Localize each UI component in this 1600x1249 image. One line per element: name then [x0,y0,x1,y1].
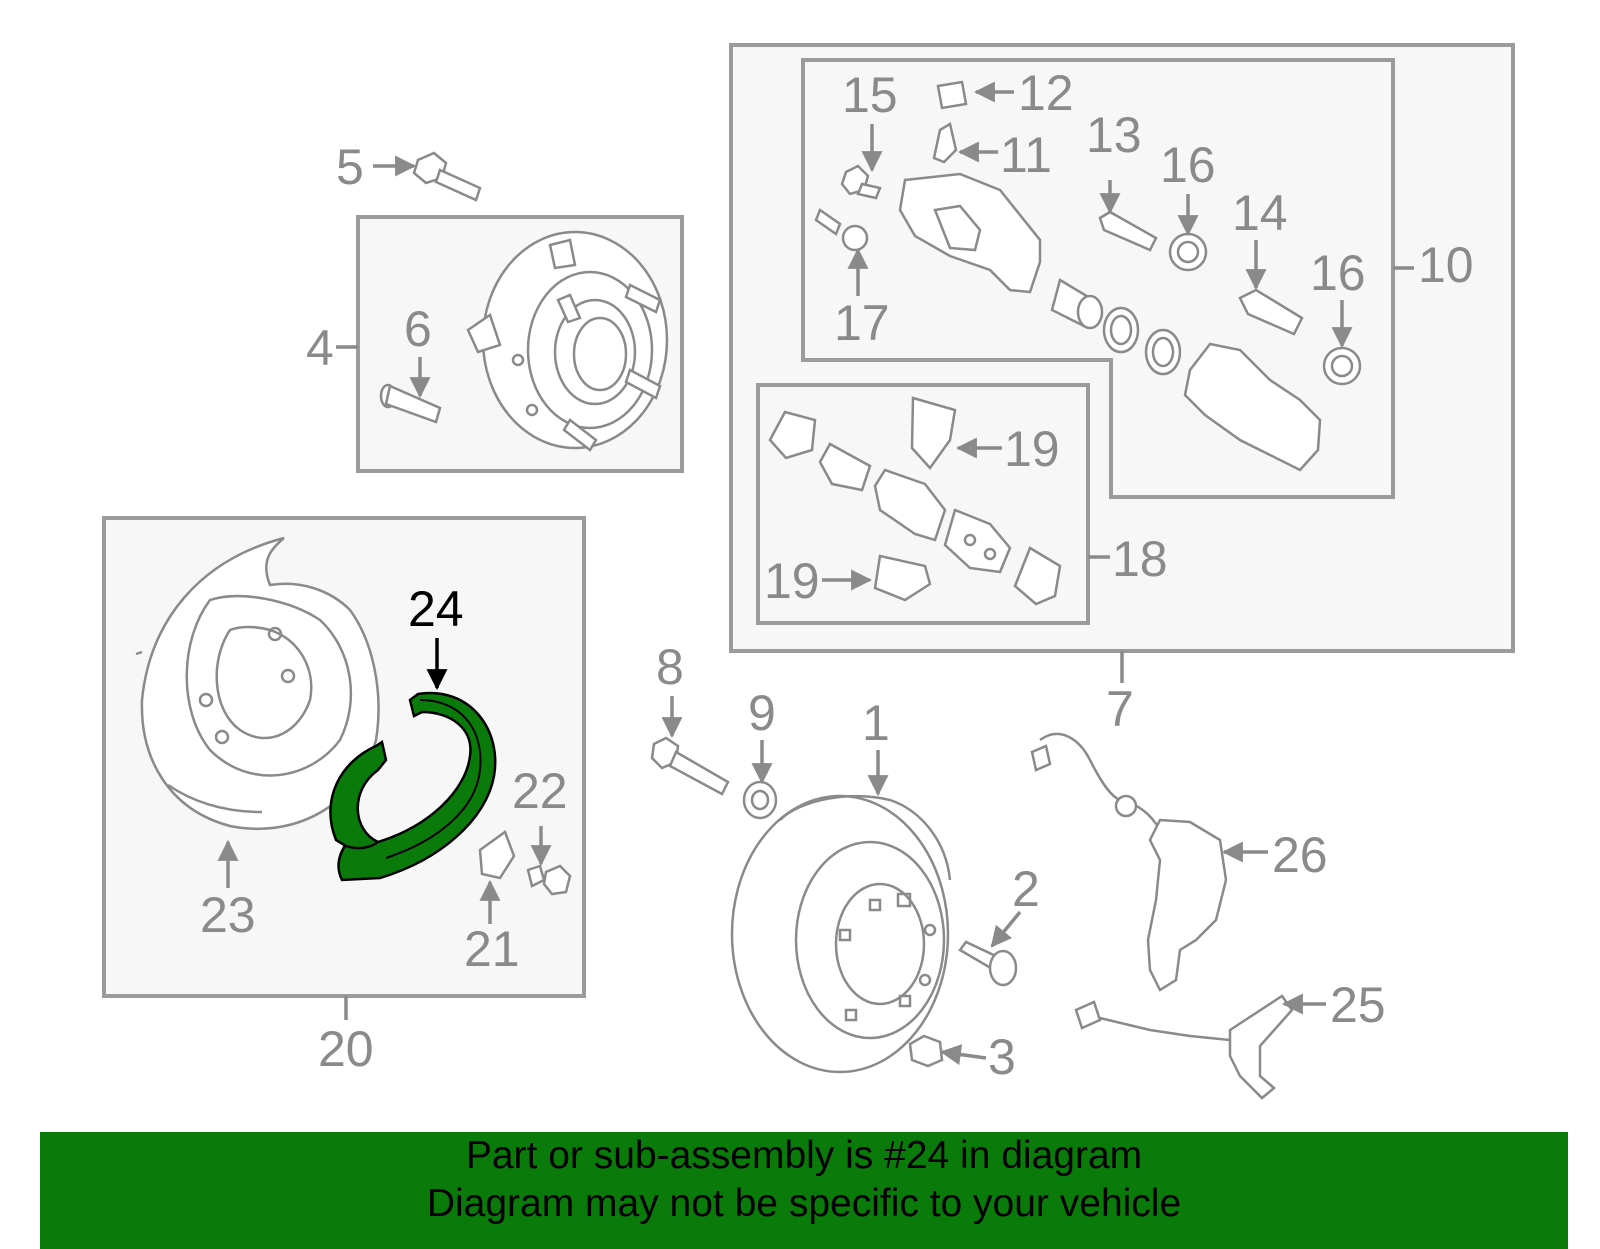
spring-clip-part-21 [478,830,516,880]
hub-bearing-part-4 [466,230,669,452]
washer-part-9 [742,780,778,820]
callout-1: 1 [862,695,890,751]
sensor-harness-part-25 [1074,994,1294,1100]
callout-4: 4 [306,320,334,376]
leader-arrows [217,81,1353,1065]
bolt-part-5 [412,151,482,202]
callout-2: 2 [1012,861,1040,917]
callout-21: 21 [464,921,520,977]
callout-26: 26 [1272,827,1328,883]
brake-pad-parts [768,396,1062,606]
callout-24: 24 [408,581,464,637]
screw-part-2 [958,940,1018,987]
callout-18: 18 [1112,531,1168,587]
banner-line-1: Part or sub-assembly is #24 in diagram [465,1134,1143,1177]
callout-23: 23 [200,887,256,943]
callout-22: 22 [512,763,568,819]
brake-rotor-part-1 [730,794,952,1074]
callout-19a: 19 [1004,421,1060,477]
callout-8: 8 [656,639,684,695]
wheel-speed-sensor-part-26 [1030,732,1228,992]
banner-line-2: Diagram may not be specific to your vehi… [426,1182,1182,1225]
callout-5: 5 [336,139,364,195]
callout-6: 6 [404,301,432,357]
callout-25: 25 [1330,977,1386,1033]
callout-15: 15 [842,67,898,123]
callout-20: 20 [318,1021,374,1077]
parking-brake-shoe-part-24 [329,691,497,882]
callout-11: 11 [1000,127,1052,183]
bolt-part-8 [650,736,730,796]
nut-part-3 [908,1034,944,1068]
callout-9: 9 [748,685,776,741]
backing-plate-part-23 [135,536,380,831]
callout-13: 13 [1086,107,1142,163]
callout-19b: 19 [764,553,820,609]
callout-3: 3 [988,1029,1016,1085]
callout-16a: 16 [1160,137,1216,193]
part-info-banner: Part or sub-assembly is #24 in diagram D… [40,1132,1568,1249]
callout-10: 10 [1418,237,1474,293]
callout-7: 7 [1106,681,1134,737]
callout-16b: 16 [1310,245,1366,301]
caliper-parts [814,80,1362,472]
bolt-part-22 [526,864,572,896]
callout-14: 14 [1232,185,1288,241]
stud-part-6 [379,383,442,424]
callout-12: 12 [1018,65,1074,121]
callout-17: 17 [834,295,890,351]
